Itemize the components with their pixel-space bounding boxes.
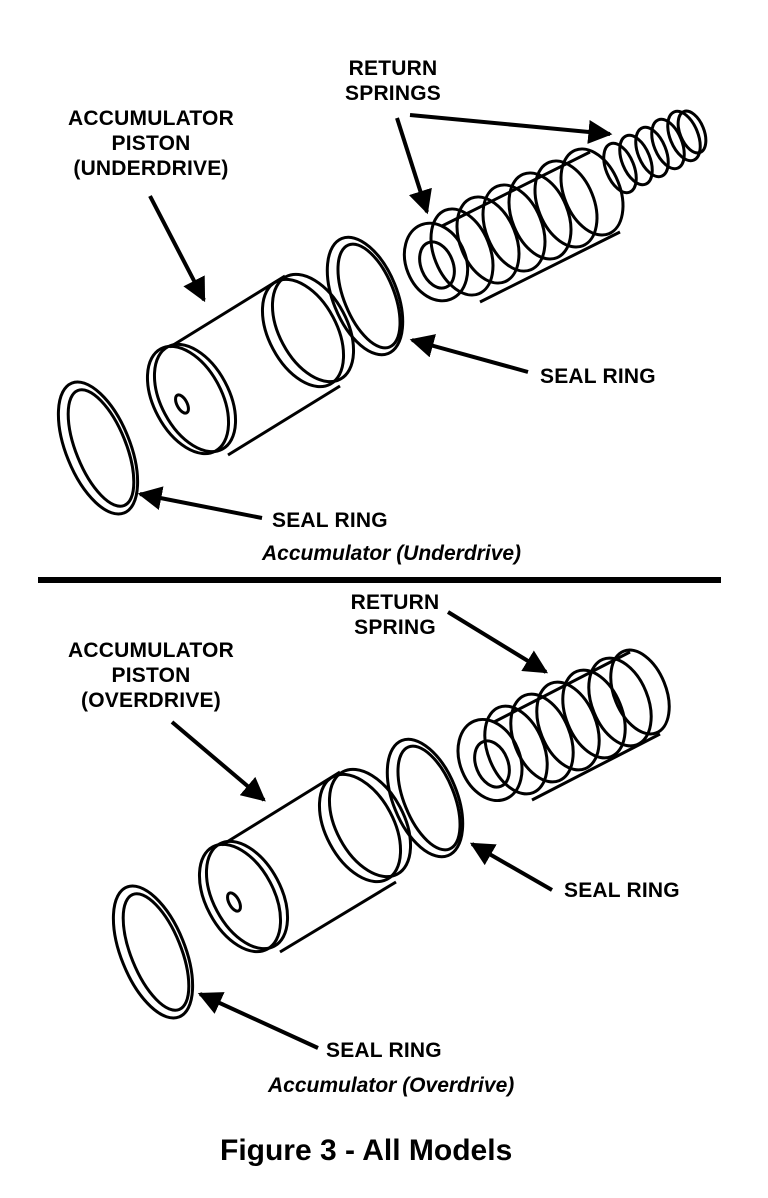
- arrow-springs-left: [395, 117, 432, 215]
- underdrive-seal-ring-left-label: SEAL RING: [272, 509, 388, 532]
- overdrive-caption: Accumulator (Overdrive): [268, 1074, 515, 1097]
- overdrive-spring-label: RETURN SPRING: [320, 590, 470, 640]
- underdrive-assembly: [56, 109, 708, 516]
- overdrive-spring-label-line-2: SPRING: [354, 616, 436, 639]
- underdrive-springs-label-line-1: RETURN: [348, 57, 438, 80]
- underdrive-return-springs: [402, 109, 708, 304]
- overdrive-right-seal-ring: [385, 737, 465, 859]
- overdrive-seal-ring-right-label: SEAL RING: [564, 879, 680, 902]
- arrow-piston-underdrive: [148, 195, 206, 303]
- overdrive-leader-lines: [170, 610, 553, 1050]
- overdrive-left-seal-ring: [111, 884, 195, 1020]
- underdrive-springs-label: RETURN SPRINGS: [318, 56, 468, 106]
- figure-title: Figure 3 - All Models: [220, 1134, 513, 1167]
- overdrive-piston-label-line-1: ACCUMULATOR: [68, 639, 234, 662]
- underdrive-piston-label-line-2: PISTON: [111, 132, 191, 155]
- underdrive-springs-label-line-2: SPRINGS: [345, 82, 441, 105]
- overdrive-piston-label-line-3: (OVERDRIVE): [81, 689, 221, 712]
- overdrive-piston-label-line-2: PISTON: [111, 664, 191, 687]
- overdrive-piston-label: ACCUMULATOR PISTON (OVERDRIVE): [40, 638, 262, 713]
- arrow-seal-ring-left-overdrive: [197, 992, 319, 1050]
- overdrive-seal-ring-left-label: SEAL RING: [326, 1039, 442, 1062]
- arrow-seal-ring-right-overdrive: [469, 842, 553, 892]
- arrow-springs-right: [409, 113, 613, 144]
- overdrive-return-spring: [456, 648, 671, 803]
- underdrive-piston: [145, 272, 356, 457]
- underdrive-piston-label-line-1: ACCUMULATOR: [68, 107, 234, 130]
- arrow-return-spring: [446, 610, 549, 674]
- arrow-piston-overdrive: [170, 720, 266, 802]
- underdrive-left-seal-ring: [56, 380, 140, 516]
- underdrive-piston-label-line-3: (UNDERDRIVE): [73, 157, 229, 180]
- underdrive-seal-ring-right-label: SEAL RING: [540, 365, 656, 388]
- overdrive-spring-label-line-1: RETURN: [350, 591, 440, 614]
- arrow-seal-ring-right-underdrive: [409, 334, 529, 374]
- underdrive-right-seal-ring: [325, 235, 405, 357]
- section-divider: [38, 577, 721, 583]
- arrow-seal-ring-left-underdrive: [137, 486, 263, 520]
- underdrive-leader-lines: [137, 113, 613, 520]
- underdrive-caption: Accumulator (Underdrive): [262, 542, 522, 565]
- underdrive-piston-label: ACCUMULATOR PISTON (UNDERDRIVE): [40, 106, 262, 181]
- overdrive-assembly: [111, 648, 671, 1020]
- overdrive-piston: [197, 767, 413, 954]
